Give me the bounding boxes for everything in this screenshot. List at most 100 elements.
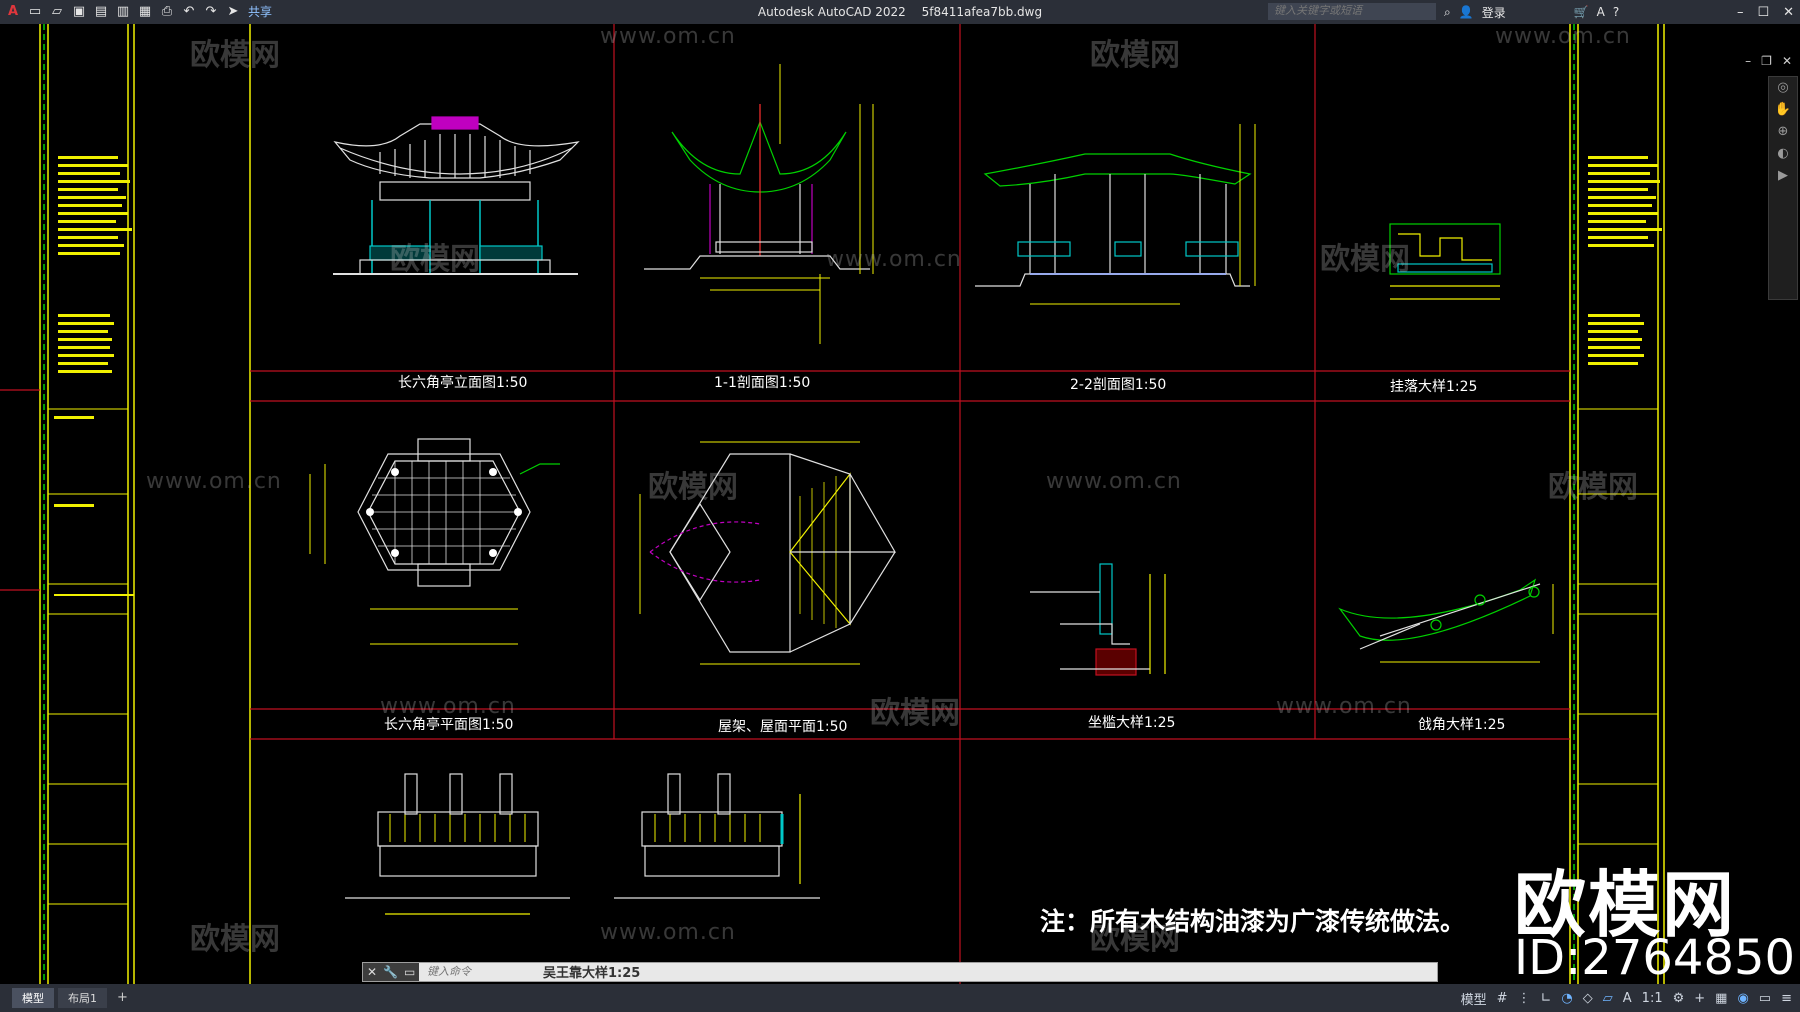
isolate-icon[interactable]: ◉: [1737, 991, 1749, 1006]
minimize-icon[interactable]: –: [1736, 4, 1744, 20]
watermark-url-2: www.om.cn: [1495, 24, 1631, 49]
snap-icon[interactable]: ⋮: [1517, 991, 1531, 1006]
watermark-5: 欧模网: [648, 470, 738, 505]
help-icon[interactable]: ?: [1612, 5, 1620, 19]
command-close-icon[interactable]: ✕: [367, 965, 378, 979]
plan-hexagon: [309, 438, 560, 645]
viewport-restore-icon[interactable]: ❐: [1761, 54, 1772, 68]
customize-menu-icon[interactable]: ≡: [1781, 991, 1792, 1006]
osnap-icon[interactable]: ◇: [1582, 991, 1593, 1006]
layout-tabs: 模型 布局1 +: [12, 988, 134, 1008]
drawing-note: 注：所有木结构油漆为广漆传统做法。: [1040, 907, 1466, 936]
label-section-2: 2-2剖面图1:50: [1070, 377, 1167, 393]
command-line-controls: ✕ 🔧 ▭: [363, 963, 419, 981]
sheet-grid: [0, 24, 1570, 984]
navigation-bar: ◎ ✋ ⊕ ◐ ▶: [1768, 76, 1798, 300]
grid-icon[interactable]: #: [1496, 991, 1508, 1006]
watermark-4: 欧模网: [1320, 242, 1410, 277]
print-icon[interactable]: ⎙: [161, 4, 173, 19]
tab-layout1[interactable]: 布局1: [58, 988, 107, 1008]
user-icon[interactable]: 👤: [1458, 5, 1474, 19]
lineweight-icon[interactable]: ▱: [1602, 991, 1613, 1006]
status-bar: 模型 布局1 + 模型 # ⋮ ∟ ◔ ◇ ▱ A 1:1 ⚙ + ▦ ◉ ▭ …: [0, 984, 1800, 1012]
settings-gear-icon[interactable]: ⚙: [1672, 991, 1685, 1006]
open-folder-icon[interactable]: ▱: [52, 4, 62, 19]
left-title-block: [39, 24, 251, 984]
cad-drawing: [0, 24, 1665, 984]
command-settings-icon[interactable]: 🔧: [383, 965, 399, 979]
save-as-icon[interactable]: ▤: [94, 4, 108, 19]
watermark-url-4: www.om.cn: [146, 469, 282, 494]
watermark-url-3: www.om.cn: [826, 247, 962, 272]
watermark-2: 欧模网: [1090, 38, 1180, 73]
polar-icon[interactable]: ◔: [1561, 991, 1573, 1006]
label-hanging-detail: 挂落大样1:25: [1390, 379, 1478, 395]
web-open-icon[interactable]: ▥: [116, 4, 130, 19]
save-icon[interactable]: ▣: [72, 4, 86, 19]
watermark-url-1: www.om.cn: [600, 24, 736, 49]
viewport-minimize-icon[interactable]: –: [1745, 54, 1752, 68]
search-icon[interactable]: ⌕: [1444, 4, 1451, 19]
elevation-pavilion: [333, 116, 580, 275]
login-button[interactable]: 登录: [1481, 5, 1506, 20]
autodesk-app-icon[interactable]: A: [1596, 5, 1605, 19]
web-save-icon[interactable]: ▦: [138, 4, 152, 19]
command-line: ✕ 🔧 ▭ 吴王靠大样1:25: [362, 962, 1438, 982]
watermark-1: 欧模网: [190, 38, 280, 73]
bench-back-detail: [345, 773, 820, 915]
viewport-controls: – ❐ ✕: [1745, 54, 1792, 68]
label-bench-back-detail: 吴王靠大样1:25: [543, 966, 641, 981]
watermark-3: 欧模网: [390, 242, 480, 277]
watermark-url-8: www.om.cn: [600, 920, 736, 945]
watermark-7: 欧模网: [870, 696, 960, 731]
title-right-tools: ⌕ 👤 登录 🛒 A ?: [1444, 0, 1619, 24]
ortho-icon[interactable]: ∟: [1540, 991, 1552, 1006]
label-elevation: 长六角亭立面图1:50: [398, 375, 528, 391]
fullscreen-icon[interactable]: ▭: [1758, 991, 1772, 1006]
corner-detail: [1338, 578, 1554, 663]
label-bench-detail: 坐槛大样1:25: [1088, 715, 1176, 731]
watermark-6: 欧模网: [1548, 470, 1638, 505]
redo-icon[interactable]: ↷: [205, 4, 217, 19]
share-icon[interactable]: ➤: [227, 4, 239, 19]
annotation-scale[interactable]: 1:1: [1641, 991, 1663, 1006]
window-controls: – ☐ ✕: [1737, 0, 1794, 24]
command-recent-icon[interactable]: ▭: [404, 965, 416, 979]
zoom-icon[interactable]: ⊕: [1777, 124, 1789, 139]
add-icon[interactable]: +: [1694, 991, 1706, 1006]
orbit-icon[interactable]: ◐: [1777, 146, 1789, 161]
workspace-icon[interactable]: ▦: [1715, 991, 1728, 1006]
label-corner-detail: 戗角大样1:25: [1418, 717, 1506, 733]
share-button[interactable]: 共享: [248, 5, 273, 19]
search-input[interactable]: [1268, 3, 1436, 20]
file-title: 5f8411afea7bb.dwg: [921, 5, 1043, 19]
model-id-large: ID:2764850: [1514, 930, 1796, 984]
watermark-url-6: www.om.cn: [380, 694, 516, 719]
annotation-icon[interactable]: A: [1622, 991, 1632, 1006]
watermark-9: 欧模网: [1090, 922, 1180, 957]
showmotion-icon[interactable]: ▶: [1778, 168, 1788, 183]
app-menu-icon[interactable]: A: [7, 4, 19, 19]
title-bar: A ▭ ▱ ▣ ▤ ▥ ▦ ⎙ ↶ ↷ ➤ 共享 Autodesk AutoCA…: [0, 0, 1800, 24]
add-layout-icon[interactable]: +: [117, 990, 128, 1005]
viewport-close-icon[interactable]: ✕: [1781, 54, 1792, 68]
tab-model[interactable]: 模型: [12, 988, 54, 1008]
new-file-icon[interactable]: ▭: [28, 4, 42, 19]
label-roof-plan: 屋架、屋面平面1:50: [718, 719, 848, 735]
maximize-icon[interactable]: ☐: [1757, 4, 1770, 20]
cart-icon[interactable]: 🛒: [1573, 5, 1589, 19]
section-2-2: [975, 124, 1256, 305]
close-icon[interactable]: ✕: [1783, 4, 1794, 20]
steering-wheel-icon[interactable]: ◎: [1777, 80, 1789, 95]
hanging-detail: [1389, 223, 1501, 300]
watermark-url-5: www.om.cn: [1046, 469, 1182, 494]
pan-icon[interactable]: ✋: [1774, 102, 1792, 117]
brand-watermark-large: 欧模网: [1514, 863, 1737, 947]
model-space-button[interactable]: 模型: [1460, 993, 1487, 1008]
command-input[interactable]: [427, 964, 1427, 980]
watermark-url-7: www.om.cn: [1276, 694, 1412, 719]
watermark-8: 欧模网: [190, 922, 280, 957]
undo-icon[interactable]: ↶: [183, 4, 195, 19]
drawing-canvas[interactable]: 欧模网 欧模网 www.om.cn www.om.cn 欧模网 欧模网 www.…: [0, 24, 1800, 984]
left-title-text-blocks: [54, 156, 134, 596]
